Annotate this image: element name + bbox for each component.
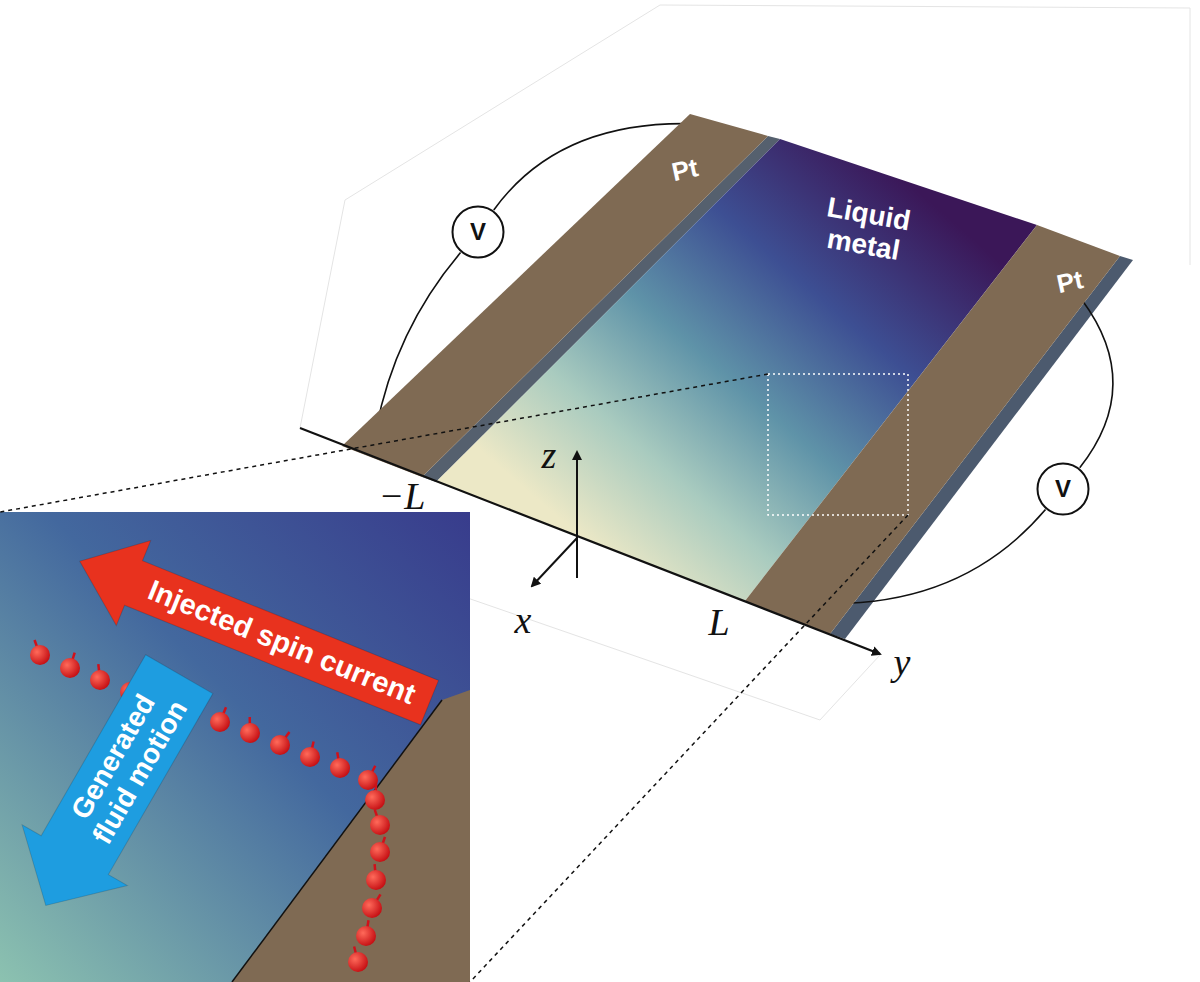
spin-ball: [370, 842, 390, 862]
node-label: Pt: [669, 153, 700, 186]
axis-label: z: [542, 436, 557, 474]
zoom-inset: [0, 512, 470, 982]
spin-ball: [30, 645, 50, 665]
wire: [1080, 300, 1113, 468]
spin-ball: [348, 952, 368, 972]
spin-ball: [210, 712, 230, 732]
spin-ball: [300, 747, 320, 767]
axis-label: x: [515, 601, 532, 639]
spin-ball: [370, 815, 390, 835]
pt-electrode: Pt: [745, 225, 1120, 634]
node-label: Pt: [1054, 265, 1085, 298]
node-label: V: [470, 220, 486, 244]
spin-ball: [60, 658, 80, 678]
voltmeter: V: [451, 205, 505, 259]
node-label: V: [1055, 477, 1071, 501]
spin-ball: [356, 926, 376, 946]
axis-label: y: [894, 643, 911, 681]
axis-label: L: [708, 603, 729, 641]
spin-ball: [366, 870, 386, 890]
spin-ball: [240, 723, 260, 743]
spin-ball: [365, 790, 385, 810]
axis-label: −L: [379, 477, 426, 515]
voltmeter: V: [1036, 462, 1090, 516]
x-axis: [532, 538, 577, 586]
spin-ball: [330, 758, 350, 778]
spin-ball: [270, 735, 290, 755]
spin-ball: [362, 898, 382, 918]
spin-ball: [90, 670, 110, 690]
